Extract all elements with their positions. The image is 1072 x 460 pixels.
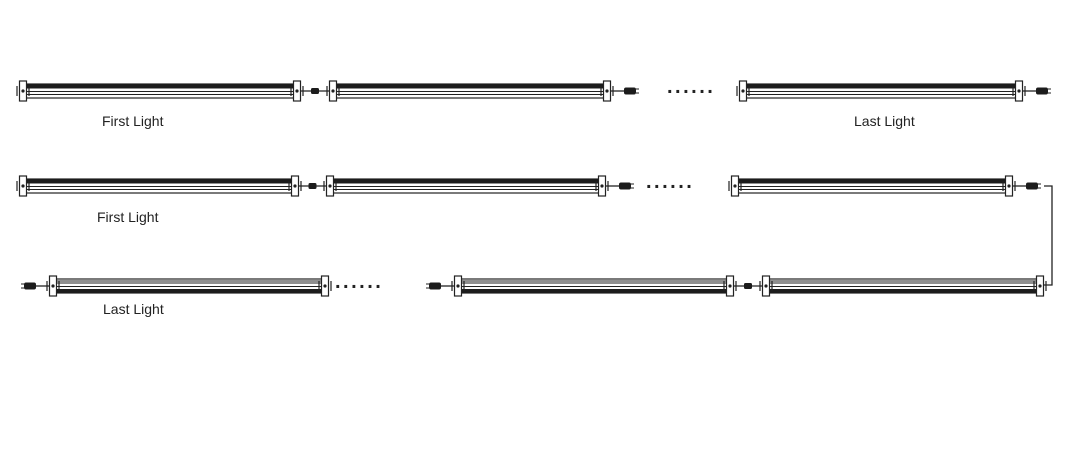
row2-tube-1 bbox=[16, 175, 302, 197]
row3-tube-1-cap-left-screw bbox=[764, 284, 768, 288]
row3-tube-2-light-band bbox=[455, 280, 733, 284]
row3-tube-last bbox=[46, 275, 332, 297]
row1-tube-2 bbox=[326, 80, 614, 102]
row1-output-connector bbox=[610, 87, 639, 95]
row2-tube-2-cap-right-screw bbox=[600, 184, 604, 188]
row2-tube-2-dark-band bbox=[327, 179, 605, 184]
row3-input-connector-plug bbox=[429, 282, 441, 290]
row2-first-light-label: First Light bbox=[97, 209, 159, 225]
row2-tube-2-cap-left-screw bbox=[328, 184, 332, 188]
row3-tube-last-cap-right-screw bbox=[323, 284, 327, 288]
row3-ellipsis: ...... bbox=[335, 271, 383, 293]
row3-tube-1 bbox=[759, 275, 1047, 297]
row1-tube-1-dark-band bbox=[20, 84, 300, 89]
row3-tube-1-cap-right bbox=[1033, 275, 1047, 297]
row1-tube-last-cap-right-screw bbox=[1017, 89, 1021, 93]
row1-tube-1 bbox=[16, 80, 304, 102]
row1-tube-2-cap-right-screw bbox=[605, 89, 609, 93]
row3-link-1-2-plug bbox=[744, 283, 752, 289]
row2-link-1-2 bbox=[298, 183, 327, 189]
row2-tube-3 bbox=[728, 175, 1016, 197]
row3-tube-2-cap-right bbox=[723, 275, 737, 297]
row3-tube-2 bbox=[451, 275, 737, 297]
row2-ellipsis: ...... bbox=[646, 171, 694, 193]
row3-tube-last-cap-right bbox=[318, 275, 332, 297]
row3-tube-last-light-band bbox=[50, 280, 328, 284]
row3-tube-1-dark-band bbox=[763, 289, 1043, 293]
row3-tube-1-cap-right-screw bbox=[1038, 284, 1042, 288]
row2-tube-2 bbox=[323, 175, 609, 197]
row1-tube-2-cap-left bbox=[326, 80, 340, 102]
row3-last-light-label: Last Light bbox=[103, 301, 164, 317]
row2-tube-1-cap-left bbox=[16, 175, 30, 197]
row2-tube-2-cap-left bbox=[323, 175, 337, 197]
row1-tube-last-dark-band bbox=[740, 84, 1022, 89]
row1-tube-last-cap-left-screw bbox=[741, 89, 745, 93]
row2-tube-3-cap-left bbox=[728, 175, 742, 197]
row3-input-connector bbox=[426, 282, 455, 290]
row1-tube-1-cap-left-screw bbox=[21, 89, 25, 93]
return-cable bbox=[1040, 185, 1053, 286]
row1-last-light-label: Last Light bbox=[854, 113, 915, 129]
row2-tube-3-dark-band bbox=[732, 179, 1012, 184]
row2-link-1-2-plug bbox=[308, 183, 317, 189]
row1-tube-last-cap-left bbox=[736, 80, 750, 102]
row1-tube-2-dark-band bbox=[330, 84, 610, 89]
row1-end-connector bbox=[1022, 87, 1051, 95]
row3-tube-1-light-band bbox=[763, 280, 1043, 284]
row3-end-connector-plug bbox=[24, 282, 36, 290]
row2-tube-1-cap-left-screw bbox=[21, 184, 25, 188]
row2-end-connector bbox=[1012, 182, 1041, 190]
row3-end-connector bbox=[21, 282, 50, 290]
row1-tube-1-cap-right-screw bbox=[295, 89, 299, 93]
row1-tube-2-cap-left-screw bbox=[331, 89, 335, 93]
row3-tube-2-cap-right-screw bbox=[728, 284, 732, 288]
row2-tube-1-cap-right-screw bbox=[293, 184, 297, 188]
row2-output-connector bbox=[605, 182, 634, 190]
row3-tube-2-cap-left-screw bbox=[456, 284, 460, 288]
row3-tube-last-cap-left-screw bbox=[51, 284, 55, 288]
row1-end-connector-plug bbox=[1036, 87, 1048, 95]
row1-tube-last bbox=[736, 80, 1026, 102]
row2-end-connector-plug bbox=[1026, 182, 1038, 190]
row2-output-connector-plug bbox=[619, 182, 631, 190]
row3-link-1-2 bbox=[733, 283, 763, 289]
row2-tube-3-cap-left-screw bbox=[733, 184, 737, 188]
row2-tube-1-dark-band bbox=[20, 179, 298, 184]
row1-link-1-2 bbox=[300, 88, 330, 94]
row2-tube-3-cap-right-screw bbox=[1007, 184, 1011, 188]
row3-tube-last-dark-band bbox=[50, 289, 328, 293]
row1-link-1-2-plug bbox=[311, 88, 319, 94]
row1-tube-1-cap-left bbox=[16, 80, 30, 102]
row3-tube-2-dark-band bbox=[455, 289, 733, 293]
row1-ellipsis: ...... bbox=[667, 76, 715, 98]
row1-output-connector-plug bbox=[624, 87, 636, 95]
row1-first-light-label: First Light bbox=[102, 113, 164, 129]
